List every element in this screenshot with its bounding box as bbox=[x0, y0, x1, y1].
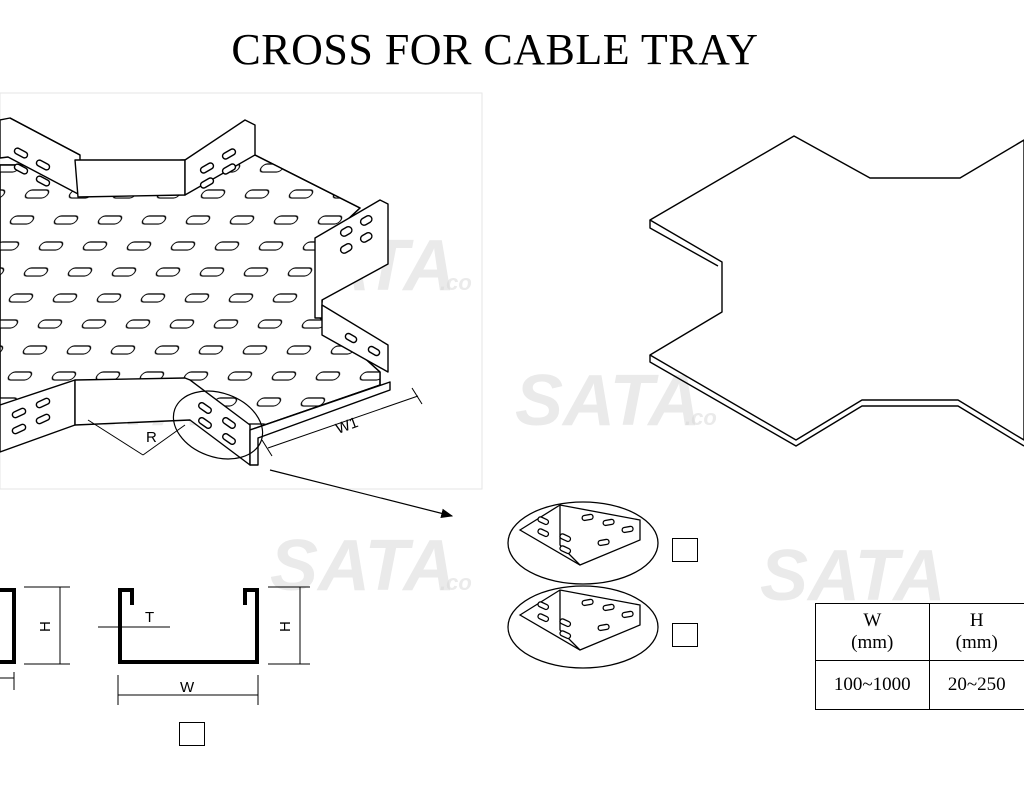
spec-table: W (mm) H (mm) 100~1000 20~250 bbox=[815, 603, 1024, 710]
width1-label: W1 bbox=[334, 414, 361, 438]
checkbox-end-variant-1[interactable] bbox=[672, 538, 698, 562]
radius-label: R bbox=[146, 429, 157, 446]
spec-header-w: W (mm) bbox=[815, 603, 930, 661]
flat-cross-outline bbox=[649, 135, 1024, 447]
thickness-label: T bbox=[145, 609, 154, 626]
watermark-suffix: .co bbox=[440, 570, 472, 595]
page-title: CROSS FOR CABLE TRAY bbox=[231, 25, 759, 74]
detail-end-variants bbox=[507, 501, 659, 669]
spec-header-h: H (mm) bbox=[928, 603, 1024, 661]
spec-value-w: 100~1000 bbox=[815, 660, 930, 710]
header-unit: (mm) bbox=[851, 632, 894, 653]
watermark-brand: SATA bbox=[515, 361, 700, 441]
watermark-brand: SATA bbox=[270, 526, 455, 606]
iso-frame bbox=[0, 92, 483, 490]
spec-value-h: 20~250 bbox=[928, 660, 1024, 710]
channel-section-right bbox=[98, 586, 310, 705]
spec-header-row: W (mm) H (mm) bbox=[815, 603, 1024, 661]
watermark-brand: SATA bbox=[760, 536, 945, 616]
watermark-suffix: .co bbox=[440, 270, 472, 295]
header-symbol: H bbox=[969, 610, 984, 631]
spec-value-row: 100~1000 20~250 bbox=[815, 660, 1024, 710]
header-unit: (mm) bbox=[955, 632, 998, 653]
width-label: W bbox=[180, 679, 195, 696]
checkbox-section[interactable] bbox=[179, 722, 205, 746]
channel-section-left bbox=[0, 586, 70, 690]
iso-cross-tray bbox=[0, 117, 454, 519]
height-left-label: H bbox=[37, 621, 54, 632]
height-right-label: H bbox=[277, 621, 294, 632]
watermark-suffix: .co bbox=[685, 405, 717, 430]
checkbox-end-variant-2[interactable] bbox=[672, 623, 698, 647]
header-symbol: W bbox=[863, 610, 882, 631]
